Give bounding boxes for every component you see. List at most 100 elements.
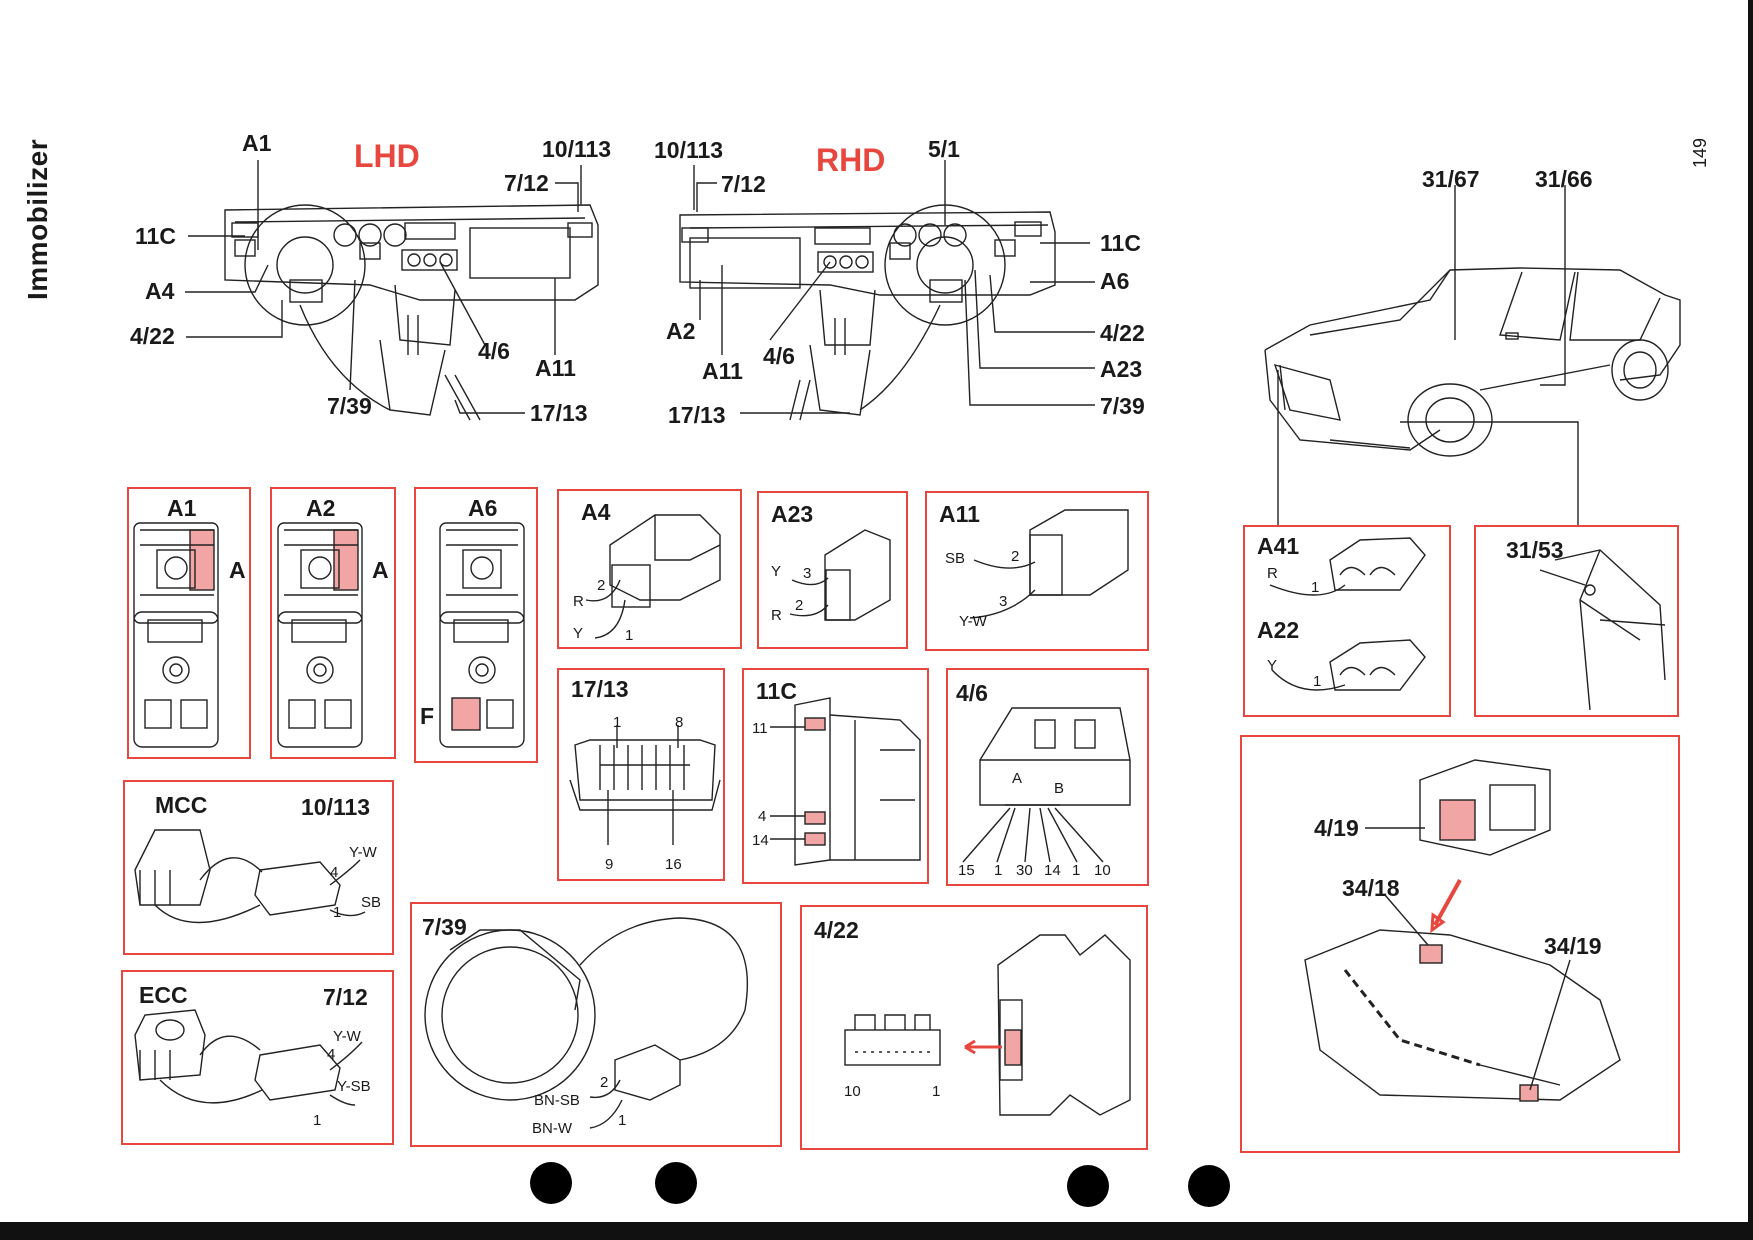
box-a6: A6 F <box>414 487 538 763</box>
a6-connector-drawing <box>439 522 525 748</box>
lhd-label-4-6: 4/6 <box>478 338 510 364</box>
box-a4-wire-y: Y <box>573 625 584 642</box>
box-17-13-pin-9: 9 <box>605 856 614 873</box>
a41-a22-connector-drawing <box>1269 537 1426 691</box>
ecc-module-drawing <box>134 1009 363 1106</box>
box-4-6-pin-30: 30 <box>1016 862 1033 879</box>
lhd-heading: LHD <box>354 138 420 174</box>
box-mcc: MCC 10/113 Y-W 4 SB 1 <box>123 780 394 955</box>
box-17-13: 17/13 1 8 9 16 <box>557 668 725 881</box>
box-a2-side: A <box>372 557 389 583</box>
box-11c-pin-4: 4 <box>758 808 767 825</box>
box-31-53-title: 31/53 <box>1506 537 1564 563</box>
rhd-label-5-1: 5/1 <box>928 136 960 162</box>
car-drawing <box>1264 267 1681 457</box>
box-4-19-label: 4/19 <box>1314 815 1359 841</box>
rhd-label-11c: 11C <box>1100 230 1141 256</box>
binder-hole <box>655 1162 697 1204</box>
box-4-6-pin-10: 10 <box>1094 862 1111 879</box>
box-a11-pin-2: 2 <box>1011 548 1020 565</box>
a23-connector-drawing <box>789 529 891 621</box>
box-ecc-wire-ysb: Y-SB <box>337 1078 371 1095</box>
box-a41-wire-r: R <box>1267 565 1278 582</box>
box-4-22-title: 4/22 <box>814 917 859 943</box>
box-a41-pin-1: 1 <box>1311 579 1320 596</box>
rhd-label-a23: A23 <box>1100 356 1143 382</box>
box-ecc-title: ECC <box>139 982 188 1008</box>
rhd-dashboard-drawing <box>679 204 1056 421</box>
box-a4-pin-1: 1 <box>625 627 634 644</box>
box-a2-title: A2 <box>306 495 336 521</box>
box-ecc-pin-1: 1 <box>313 1112 322 1129</box>
box-a11-title: A11 <box>939 501 980 527</box>
box-a23-pin-2: 2 <box>795 597 804 614</box>
box-mcc-pin-4: 4 <box>330 864 339 881</box>
binder-hole <box>1067 1165 1109 1207</box>
rhd-label-4-22: 4/22 <box>1100 320 1145 346</box>
box-7-39-pin-2: 2 <box>600 1074 609 1091</box>
lhd-label-a11: A11 <box>535 355 576 381</box>
lhd-label-4-22: 4/22 <box>130 323 175 349</box>
box-7-39-wire-bnsb: BN-SB <box>534 1092 580 1109</box>
box-11c-title: 11C <box>756 678 797 704</box>
box-4-6-pin-1b: 1 <box>1072 862 1081 879</box>
box-ecc-code: 7/12 <box>323 984 368 1010</box>
rhd-label-10-113: 10/113 <box>654 137 724 163</box>
a2-connector-drawing <box>277 522 363 748</box>
c1713-connector-drawing <box>569 725 721 845</box>
box-a4-pin-2: 2 <box>597 577 606 594</box>
box-7-39: 7/39 2 BN-SB 1 BN-W <box>410 902 782 1147</box>
box-mcc-title: MCC <box>155 792 208 818</box>
box-mcc-wire-yw: Y-W <box>349 844 377 861</box>
c46-connector-drawing <box>962 707 1131 863</box>
box-a4-title: A4 <box>581 499 611 525</box>
rhd-label-a6: A6 <box>1100 268 1130 294</box>
box-mcc-code: 10/113 <box>301 794 371 820</box>
rhd-label-7-39: 7/39 <box>1100 393 1145 419</box>
box-4-22: 4/22 10 1 <box>800 905 1148 1150</box>
box-7-39-wire-bnw: BN-W <box>532 1120 572 1137</box>
binder-hole <box>1188 1165 1230 1207</box>
box-a4-wire-r: R <box>573 593 584 610</box>
lhd-leader-lines <box>185 160 582 414</box>
box-4-6-section-b: B <box>1054 780 1065 797</box>
box-a23-pin-3: 3 <box>803 565 812 582</box>
box-a11-pin-3: 3 <box>999 593 1008 610</box>
box-ecc-wire-yw: Y-W <box>333 1028 361 1045</box>
box-31-53: 31/53 <box>1474 525 1679 717</box>
box-a4: A4 2 1 R Y <box>557 489 742 649</box>
box-4-6-pin-1a: 1 <box>994 862 1003 879</box>
box-mcc-wire-sb: SB <box>361 894 382 911</box>
rhd-heading: RHD <box>816 142 886 178</box>
rhd-label-7-12: 7/12 <box>721 171 766 197</box>
rhd-label-a2: A2 <box>666 318 696 344</box>
mcc-module-drawing <box>134 829 366 924</box>
box-4-19: 4/19 34/18 34/19 <box>1240 735 1680 1153</box>
box-a11-wire-sb: SB <box>945 550 966 567</box>
car-leader-lines <box>1277 185 1579 525</box>
binder-hole <box>530 1162 572 1204</box>
box-11c-pin-11: 11 <box>752 720 768 737</box>
box-11c-pin-14: 14 <box>752 832 769 849</box>
box-a23-title: A23 <box>771 501 814 527</box>
box-a11: A11 SB 2 3 Y-W <box>925 491 1149 651</box>
lhd-dashboard-drawing <box>224 204 599 421</box>
box-17-13-pin-1: 1 <box>613 714 622 731</box>
box-7-39-title: 7/39 <box>422 914 467 940</box>
box-17-13-pin-16: 16 <box>665 856 682 873</box>
lhd-label-17-13: 17/13 <box>530 400 588 426</box>
car-label-31-66: 31/66 <box>1535 166 1593 192</box>
box-a1-side: A <box>229 557 246 583</box>
box-a2: A2 A <box>270 487 396 759</box>
a4-connector-drawing <box>585 514 721 639</box>
box-mcc-pin-1: 1 <box>333 904 342 921</box>
box-a6-title: A6 <box>468 495 498 521</box>
page-right-edge <box>1748 0 1753 1240</box>
box-7-39-pin-1: 1 <box>618 1112 627 1129</box>
box-a23: A23 Y 3 2 R <box>757 491 908 649</box>
box-a1: A1 A <box>127 487 251 759</box>
page-bottom-edge <box>0 1222 1753 1240</box>
box-a23-wire-r: R <box>771 607 782 624</box>
